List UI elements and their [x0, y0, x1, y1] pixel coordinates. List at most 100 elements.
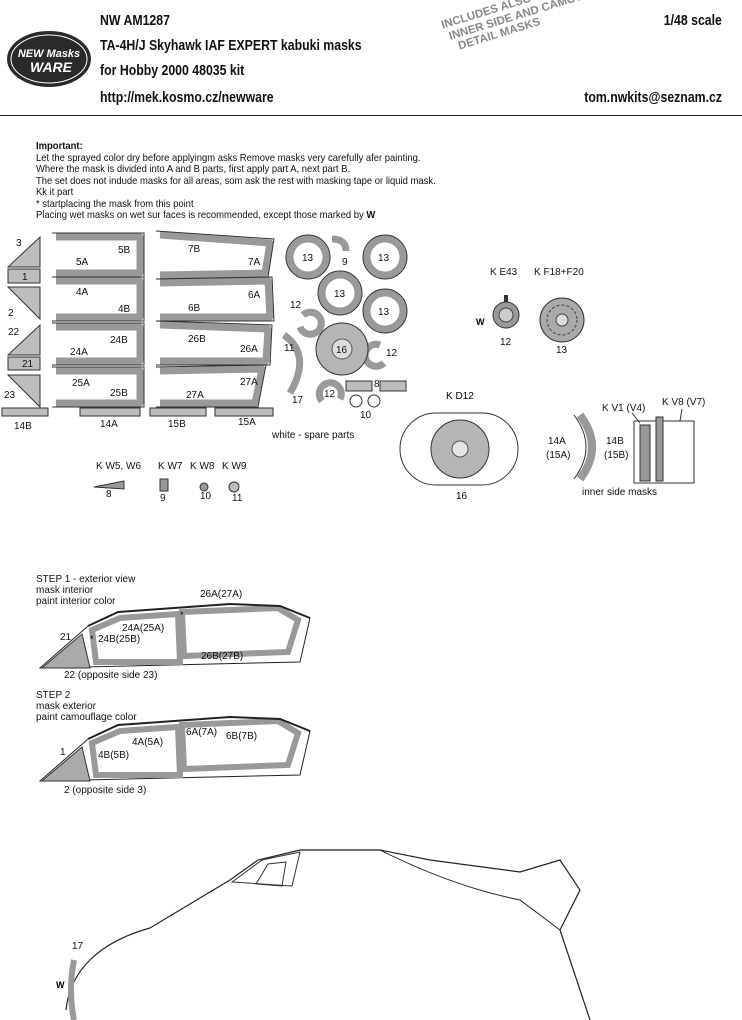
includes-stamp: INCLUDES ALSO WINDOWS INNER SIDE AND CAM… — [440, 0, 652, 56]
inner-side-caption: inner side masks — [582, 487, 657, 498]
product-title: TA-4H/J Skyhawk IAF EXPERT kabuki masks — [100, 37, 362, 54]
kw-num-8: 8 — [106, 489, 112, 500]
ke43-label: K E43 — [490, 267, 518, 278]
step2-line: STEP 2 — [36, 690, 71, 701]
label-13b: 13 — [378, 253, 390, 264]
mask-part-22 — [6, 323, 41, 356]
step1-window-24 — [88, 610, 184, 665]
website-url: http://mek.kosmo.cz/newware — [100, 89, 274, 106]
wheel-mask-12-icon — [492, 295, 520, 329]
mask-part-14b — [1, 407, 49, 417]
step2-line: paint camouflage color — [36, 712, 137, 723]
kd12-label: K D12 — [446, 391, 474, 402]
mask-part-15b — [149, 407, 207, 417]
scale-label: 1/48 scale — [663, 12, 722, 29]
kw-mask-11-icon — [228, 481, 240, 493]
label-24a: 24A — [70, 347, 88, 358]
kw-num-11: 11 — [232, 493, 243, 504]
mask-part-13a — [286, 235, 330, 279]
mask-part-12a — [296, 308, 325, 338]
svg-text:*: * — [180, 610, 184, 620]
mask-part-5 — [56, 233, 144, 277]
spare-parts-label: white - spare parts — [271, 430, 354, 441]
step1-line: paint interior color — [36, 596, 116, 607]
mask-part-25 — [56, 367, 144, 407]
label-15b: 15B — [168, 419, 186, 430]
step2-bottom: 2 (opposite side 3) — [64, 785, 147, 796]
mask-part-13c — [318, 271, 362, 315]
label-4a: 4A — [76, 287, 89, 298]
step2-4a5a: 4A(5A) — [132, 737, 164, 748]
label-26b: 26B — [188, 334, 206, 345]
step2-canopy-diagram — [38, 715, 311, 782]
mask-part-7 — [159, 231, 274, 279]
mask-part-1 — [7, 268, 41, 284]
label-25b: 25B — [110, 388, 128, 399]
label-26a: 26A — [240, 344, 258, 355]
header-divider — [0, 115, 742, 116]
wheel-mask-13-icon — [539, 297, 585, 343]
step2-line: mask exterior — [36, 701, 97, 712]
label-4b: 4B — [118, 304, 131, 315]
mask-part-13d — [363, 289, 407, 333]
kf-label: K F18+F20 — [534, 267, 584, 278]
label-12a: 12 — [290, 300, 302, 311]
label-25a: 25A — [72, 378, 90, 389]
step1-bottom: 22 (opposite side 23) — [64, 670, 158, 681]
step1-26b27b: 26B(27B) — [201, 651, 244, 662]
mask-part-6 — [159, 277, 274, 321]
label-7a: 7A — [248, 257, 261, 268]
mask-part-27 — [159, 365, 266, 407]
mask-part-21 — [7, 356, 41, 371]
logo-text-1: NEW Masks — [18, 48, 80, 60]
wet-mark-icon: W — [366, 209, 376, 221]
mask-part-14a — [79, 407, 141, 417]
mask-part-3 — [6, 235, 41, 268]
notes-title: Important: — [36, 140, 83, 152]
mask-part-26 — [159, 321, 272, 365]
kv8-label: K V8 (V7) — [662, 397, 705, 408]
kw-mask-8-icon — [93, 480, 125, 490]
kw-label-2: K W7 — [158, 461, 183, 472]
note-line: The set does not indude masks for all ar… — [36, 174, 436, 187]
mask-part-8 — [345, 380, 373, 392]
inner-15a: (15A) — [546, 450, 570, 461]
label-27a-2: 27A — [186, 390, 204, 401]
label-15a: 15A — [238, 417, 256, 428]
mask-part-24 — [56, 323, 144, 365]
step1-21: 21 — [60, 632, 72, 643]
important-notes: Important: Let the sprayed color dry bef… — [36, 140, 436, 222]
logo-text-2: WARE — [30, 59, 73, 75]
mask-part-10a — [349, 394, 363, 408]
mask-part-15a — [214, 407, 274, 417]
label-7b: 7B — [188, 244, 201, 255]
kw-label-1: K W5, W6 — [96, 461, 141, 472]
step2-1: 1 — [60, 747, 66, 758]
mask-part-13b — [363, 235, 407, 279]
step1-24a25a: 24A(25A) — [122, 623, 165, 634]
label-6a: 6A — [248, 290, 261, 301]
kv1-mask — [639, 424, 651, 482]
label-5b: 5B — [118, 245, 131, 256]
mask-part-4 — [56, 277, 144, 321]
inner-mask-14-icon — [576, 412, 596, 482]
step2-6b7b: 6B(7B) — [226, 731, 258, 742]
label-9: 9 — [342, 257, 348, 268]
mask-part-2 — [6, 286, 41, 321]
kw-mask-10-icon — [199, 482, 209, 492]
label-11: 11 — [284, 343, 295, 354]
step2-window-4 — [88, 723, 184, 778]
label-12c: 12 — [324, 389, 336, 400]
step2-6a7a: 6A(7A) — [186, 727, 218, 738]
label-13a: 13 — [302, 253, 314, 264]
step1-line: mask interior — [36, 585, 94, 596]
product-subtitle: for Hobby 2000 48035 kit — [100, 62, 245, 79]
wheel-13-label: 13 — [556, 345, 568, 356]
kv8-mask — [655, 416, 664, 482]
fuselage-part-17 — [68, 959, 77, 1020]
label-14b: 14B — [14, 421, 32, 432]
step2-part-2 — [40, 746, 91, 782]
kw-num-9: 9 — [160, 493, 166, 504]
label-6b: 6B — [188, 303, 201, 314]
inner-14b: 14B — [606, 436, 624, 447]
